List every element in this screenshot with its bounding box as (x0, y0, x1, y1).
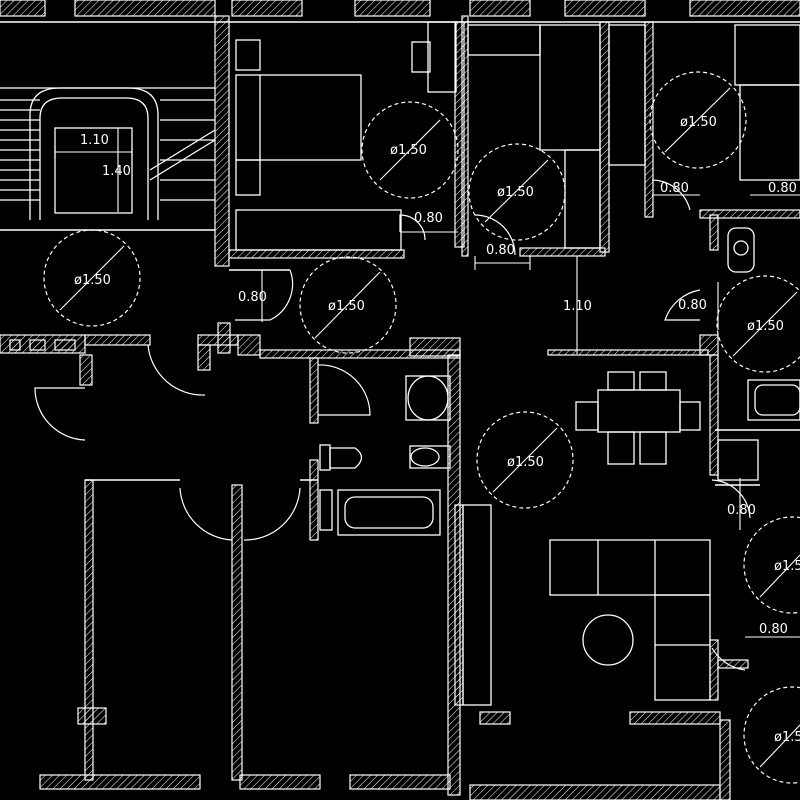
dimension-label: 1.10 (563, 299, 592, 314)
turning-circle-living: ø1.50 (476, 411, 574, 509)
dimension-stair-width: 1.10 (54, 133, 133, 158)
dimension-label: 1.40 (102, 164, 131, 179)
furniture (235, 21, 800, 706)
dimension-label: 0.80 (414, 211, 443, 226)
door-swings (34, 179, 751, 671)
turning-circle-right-mid: ø1.5 (743, 516, 800, 614)
dimension-door-hall: 0.80 (238, 270, 267, 322)
dimension-stair-depth: 1.40 (102, 128, 131, 212)
dimension-door-right-mid: 0.80 (727, 478, 756, 530)
turning-circle-label: ø1.50 (328, 299, 365, 314)
dimensions: 1.10 1.40 0.80 0.80 0.80 0.80 0.80 (54, 128, 800, 638)
turning-circle-bath-right: ø1.50 (716, 275, 800, 373)
turning-circle-label: ø1.50 (680, 115, 717, 130)
dimension-label: 0.80 (727, 503, 756, 518)
turning-circles: ø1.50 ø1.50 ø1.50 ø1.50 ø1.50 ø1.50 (43, 71, 800, 784)
dimension-door-bath-right: 0.80 (678, 282, 719, 330)
dimension-label: 1.10 (80, 133, 109, 148)
turning-circle-label: ø1.5 (774, 559, 800, 574)
dimension-door-bedroom-1: 0.80 (400, 211, 458, 233)
dimension-label: 0.80 (660, 181, 689, 196)
turning-circle-label: ø1.50 (497, 185, 534, 200)
turning-circle-label: ø1.5 (774, 730, 800, 745)
dimension-door-bedroom-2: 0.80 (474, 243, 531, 270)
dimension-label: 0.80 (678, 298, 707, 313)
turning-circle-label: ø1.50 (74, 273, 111, 288)
turning-circle-label: ø1.50 (747, 319, 784, 334)
turning-circle-label: ø1.50 (507, 455, 544, 470)
dimension-corridor-width: 1.10 (563, 256, 592, 354)
dimension-door-right-low: 0.80 (745, 622, 800, 638)
turning-circle-hall-left: ø1.50 (43, 229, 141, 327)
dimension-door-bedroom-3: 0.80 (652, 181, 700, 196)
turning-circle-corridor: ø1.50 (299, 256, 397, 354)
dimension-label: 0.80 (768, 181, 797, 196)
dimension-label: 0.80 (486, 243, 515, 258)
dimension-label: 0.80 (238, 290, 267, 305)
turning-circle-bedroom-2: ø1.50 (468, 143, 566, 241)
dimension-label: 0.80 (759, 622, 788, 637)
staircase (0, 87, 216, 220)
dimension-door-top-right: 0.80 (750, 181, 800, 196)
turning-circle-bedroom-3: ø1.50 (649, 71, 747, 169)
turning-circle-bedroom-1: ø1.50 (361, 101, 459, 199)
turning-circle-right-bottom: ø1.5 (743, 686, 800, 784)
turning-circle-label: ø1.50 (390, 143, 427, 158)
